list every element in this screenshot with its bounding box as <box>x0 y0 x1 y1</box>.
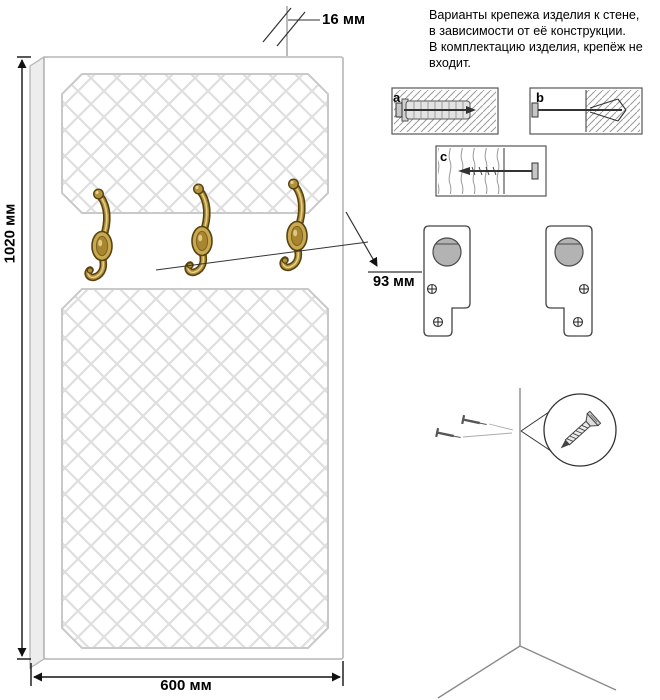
dimension-thickness-label: 16 мм <box>322 11 366 28</box>
mounting-note: Варианты крепежа изделия к стене, в зави… <box>429 8 660 71</box>
dimension-hook-leader <box>155 211 422 273</box>
panel-bottom-quilted-section <box>61 288 329 649</box>
mounting-note-line: В комплектацию изделия, крепёж не <box>429 39 643 54</box>
mounting-note-line: в зависимости от её конструкции. <box>429 23 626 38</box>
dimension-width-label: 600 мм <box>160 677 212 694</box>
keyhole-bracket-right <box>545 225 593 337</box>
keyhole-bracket-left <box>423 225 471 337</box>
fastener-option-a-label: a <box>393 90 401 105</box>
dimension-height-arrow <box>17 56 31 660</box>
wall-corner-figure <box>435 388 617 699</box>
fastener-option-a-figure <box>391 87 499 135</box>
panel-drawing <box>29 55 344 670</box>
magnifier-detail <box>520 393 617 467</box>
mounting-note-line: Варианты крепежа изделия к стене, <box>429 8 640 22</box>
screw-detail <box>560 410 602 449</box>
dimension-thickness-lines <box>262 6 320 56</box>
dimension-width-arrow <box>30 661 344 686</box>
fastener-option-b-label: b <box>536 90 544 105</box>
fastener-option-b-figure <box>529 87 643 135</box>
fastener-option-c-figure <box>435 145 547 197</box>
dimension-hook-offset-label: 93 мм <box>373 274 415 290</box>
mounting-note-line: входит. <box>429 55 471 70</box>
dimension-height-label: 1020 мм <box>1 203 19 264</box>
screw-small <box>461 414 487 426</box>
screw-small <box>435 427 461 439</box>
fastener-option-c-label: c <box>440 149 448 164</box>
panel-top-quilted-section <box>61 73 329 214</box>
